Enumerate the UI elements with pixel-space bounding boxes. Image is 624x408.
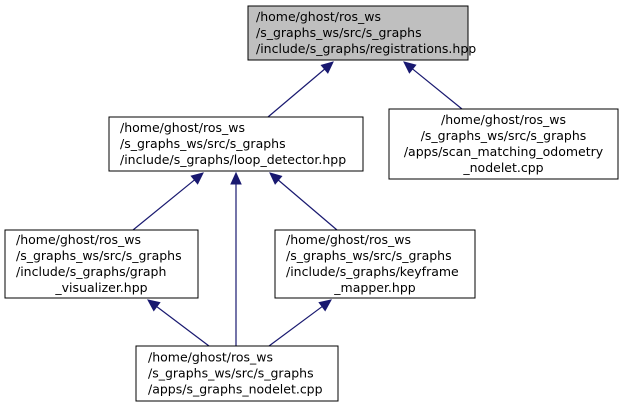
node-box <box>247 5 469 61</box>
node-label-line: /home/ghost/ros_ws <box>16 232 141 247</box>
arrowhead-icon <box>190 172 204 185</box>
node-label-line: /s_graphs_ws/src/s_graphs <box>286 248 452 263</box>
edge-line <box>156 306 210 347</box>
node-label-line: /include/s_graphs/graph <box>16 264 166 279</box>
node-label-line: /apps/scan_matching_odometry <box>404 144 604 159</box>
node-loop-detector[interactable]: /home/ghost/ros_ws/s_graphs_ws/src/s_gra… <box>108 116 364 172</box>
node-label-line: _mapper.hpp <box>333 280 415 295</box>
arrowhead-icon <box>230 171 242 185</box>
arrowhead-icon <box>318 299 332 312</box>
node-label-line: /home/ghost/ros_ws <box>148 350 273 365</box>
node-label-line: /s_graphs_ws/src/s_graphs <box>16 248 182 263</box>
node-label-line: /home/ghost/ros_ws <box>120 120 245 135</box>
arrowhead-icon <box>320 61 334 74</box>
node-box <box>388 108 619 180</box>
node-registrations[interactable]: /home/ghost/ros_ws/s_graphs_ws/src/s_gra… <box>247 5 476 61</box>
node-box <box>108 116 364 172</box>
node-label-line: /include/s_graphs/keyframe <box>286 264 459 279</box>
edge-s-graphs-nodelet-to-graph-visualizer <box>147 299 210 347</box>
node-box <box>274 229 476 299</box>
edge-loop-detector-to-registrations <box>267 61 334 118</box>
edge-keyframe-mapper-to-loop-detector <box>269 172 338 231</box>
node-label-line: /home/ghost/ros_ws <box>441 112 566 127</box>
node-label-line: /apps/s_graphs_nodelet.cpp <box>148 382 323 397</box>
arrowhead-icon <box>147 299 161 312</box>
edge-line <box>412 68 463 110</box>
nodes-layer: /home/ghost/ros_ws/s_graphs_ws/src/s_gra… <box>4 5 619 402</box>
node-label-line: /s_graphs_ws/src/s_graphs <box>256 25 422 40</box>
node-keyframe-mapper[interactable]: /home/ghost/ros_ws/s_graphs_ws/src/s_gra… <box>274 229 476 299</box>
edges-layer <box>132 61 463 347</box>
node-label-line: /include/s_graphs/registrations.hpp <box>256 41 476 56</box>
node-graph-visualizer[interactable]: /home/ghost/ros_ws/s_graphs_ws/src/s_gra… <box>4 229 199 299</box>
edge-line <box>267 68 325 118</box>
node-label-line: /s_graphs_ws/src/s_graphs <box>120 136 286 151</box>
arrowhead-icon <box>403 61 417 74</box>
edge-graph-visualizer-to-loop-detector <box>132 172 204 231</box>
edge-s-graphs-nodelet-to-keyframe-mapper <box>268 299 332 347</box>
edge-s-graphs-nodelet-to-loop-detector <box>230 171 242 346</box>
arrowhead-icon <box>269 172 283 185</box>
edge-line <box>268 306 323 347</box>
edge-line <box>277 179 338 231</box>
node-label-line: _nodelet.cpp <box>462 160 543 175</box>
node-box <box>4 229 199 299</box>
node-label-line: /s_graphs_ws/src/s_graphs <box>148 366 314 381</box>
node-label-line: /home/ghost/ros_ws <box>256 9 381 24</box>
node-scan-matching[interactable]: /home/ghost/ros_ws/s_graphs_ws/src/s_gra… <box>388 108 619 180</box>
node-s-graphs-nodelet[interactable]: /home/ghost/ros_ws/s_graphs_ws/src/s_gra… <box>135 345 339 402</box>
node-label-line: /s_graphs_ws/src/s_graphs <box>421 128 587 143</box>
edge-line <box>132 179 195 231</box>
node-box <box>135 345 339 402</box>
node-label-line: _visualizer.hpp <box>54 280 147 295</box>
node-label-line: /include/s_graphs/loop_detector.hpp <box>120 152 346 167</box>
edge-scan-matching-to-registrations <box>403 61 463 110</box>
node-label-line: /home/ghost/ros_ws <box>286 232 411 247</box>
